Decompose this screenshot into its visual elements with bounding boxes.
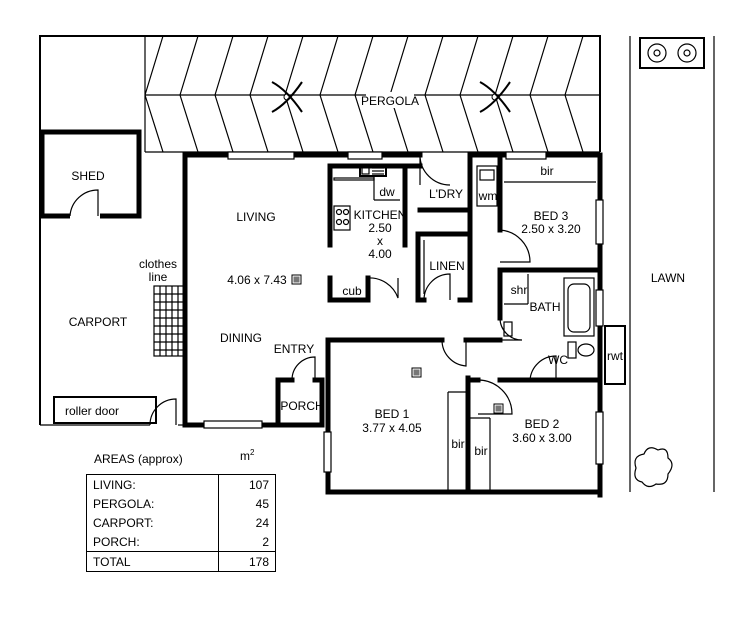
shed-label: SHED: [71, 169, 105, 183]
unit-superscript: 2: [250, 448, 255, 457]
living-label: LIVING: [236, 210, 275, 224]
rwt-label: rwt: [607, 349, 624, 363]
area-value: 2: [218, 532, 276, 552]
dishwasher-label: dw: [379, 185, 395, 199]
bed3-robe: bir: [504, 164, 596, 183]
pergola-label: PERGOLA: [361, 94, 419, 108]
living-dimensions: 4.06 x 7.43: [227, 273, 287, 287]
area-label: CARPORT:: [93, 515, 154, 530]
lawn-label: LAWN: [651, 271, 685, 285]
clothes-line-icon: [153, 285, 185, 357]
entry-label: ENTRY: [274, 342, 314, 356]
linen-label: LINEN: [429, 259, 464, 273]
pergola: PERGOLA: [144, 35, 600, 153]
carport: CARPORT clothes line roller door: [39, 216, 185, 426]
bed1-dimensions: 3.77 x 4.05: [362, 421, 422, 435]
porch-label: PORCH: [280, 399, 323, 413]
bath-fixtures: [503, 274, 595, 359]
light-fittings: [291, 274, 504, 414]
total-value: 178: [218, 551, 276, 572]
ceiling-fan-icon: [479, 81, 511, 113]
table-row: PERGOLA: 45: [87, 494, 276, 513]
laundry-fixtures: wm: [476, 165, 498, 207]
doors: [291, 154, 557, 415]
clothes-line-label: clothes: [139, 257, 177, 271]
shower-label: shr: [511, 283, 528, 297]
bed3-dimensions: 2.50 x 3.20: [521, 222, 581, 236]
unit-text: m: [240, 449, 250, 463]
table-row: CARPORT: 24: [87, 513, 276, 532]
carport-label: CARPORT: [69, 315, 128, 329]
areas-unit: m2: [240, 448, 254, 463]
areas-grid: LIVING: 107 PERGOLA: 45 CARPORT: 24 PORC…: [86, 474, 276, 572]
windows: [203, 151, 604, 473]
bed3-label: BED 3: [534, 209, 569, 223]
bed1-label: BED 1: [375, 407, 410, 421]
total-label: TOTAL: [86, 551, 219, 572]
areas-title: AREAS (approx): [94, 452, 183, 466]
table-row: PORCH: 2: [87, 532, 276, 552]
clothes-line-label: line: [149, 270, 168, 284]
area-value: 107: [218, 474, 276, 494]
kitchen-dimension: 2.50: [368, 221, 392, 235]
kitchen-dimension: 4.00: [368, 247, 392, 261]
air-conditioner-icon: [647, 43, 697, 63]
cooktop-icon: [333, 205, 351, 231]
bed2-robe: bir: [470, 417, 491, 490]
bath-label: BATH: [529, 300, 560, 314]
laundry-label: L'DRY: [429, 187, 463, 201]
bir-label: bir: [540, 164, 553, 178]
area-value: 45: [218, 494, 276, 513]
bed1-robe: bir: [447, 391, 466, 490]
kitchen-dimension: x: [377, 234, 383, 248]
ceiling-fan-icon: [271, 81, 303, 113]
kitchen-fixtures: dw: [333, 165, 400, 231]
shed: SHED: [39, 129, 142, 220]
total-row: TOTAL 178: [86, 551, 276, 572]
lawn: LAWN: [629, 36, 715, 492]
cupboard-label: cub: [342, 284, 362, 298]
rwt: [604, 325, 626, 385]
washing-machine-label: wm: [478, 189, 498, 203]
bed2-label: BED 2: [525, 417, 560, 431]
roller-door-label: roller door: [65, 404, 119, 418]
bed2-dimensions: 3.60 x 3.00: [512, 431, 572, 445]
area-label: PERGOLA:: [93, 496, 155, 511]
tree-icon: [634, 447, 673, 488]
area-label: LIVING:: [93, 477, 136, 492]
area-value: 24: [218, 513, 276, 532]
area-label: PORCH:: [93, 534, 140, 549]
bir-label: bir: [451, 437, 464, 451]
kitchen-label: KITCHEN: [354, 208, 407, 222]
dining-label: DINING: [220, 331, 262, 345]
toilet-icon: [567, 341, 595, 359]
wc-label: WC: [548, 353, 568, 367]
bir-label: bir: [474, 444, 487, 458]
table-row: LIVING: 107: [87, 474, 276, 494]
